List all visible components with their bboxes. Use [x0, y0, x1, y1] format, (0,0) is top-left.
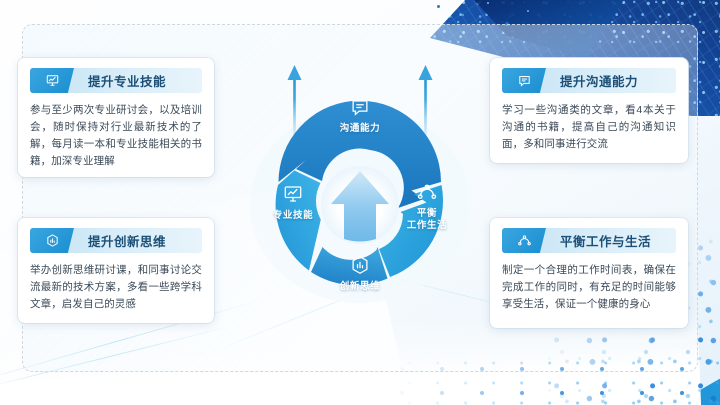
speech-bubble-icon: [502, 68, 546, 93]
card-communication-body: 学习一些沟通类的文章，看4本关于沟通的书籍，提高自己的沟通知识面，多和同事进行交…: [502, 104, 676, 150]
card-skills-header: 提升专业技能: [30, 68, 202, 93]
wheel-label-communication: 沟通能力: [339, 123, 381, 134]
growth-arrow-right: [418, 65, 433, 135]
wheel-label-skills: 专业技能: [272, 210, 314, 221]
wheel-segment-innovation: [311, 247, 388, 286]
card-innovation-title: 提升创新思维: [88, 235, 167, 249]
card-innovation[interactable]: 提升创新思维 举办创新思维研讨课，和同事讨论交流最新的技术方案，多看一些跨学科文…: [18, 218, 214, 323]
decorative-dot: [462, 14, 464, 16]
wheel-label-work-life: 平衡 工作生活: [388, 208, 466, 232]
wheel-label-innovation: 创新思维: [339, 281, 381, 292]
card-communication-header: 提升沟通能力: [502, 68, 676, 93]
wheel-segment-work-life: [379, 185, 444, 277]
card-skills-title: 提升专业技能: [88, 75, 167, 89]
decorative-dot: [487, 2, 489, 4]
hexagon-chart-icon: [30, 228, 74, 253]
presentation-chart-icon: [282, 183, 304, 205]
balance-network-icon: [502, 228, 546, 253]
card-work-life-title: 平衡工作与生活: [560, 235, 652, 249]
card-work-life-header: 平衡工作与生活: [502, 228, 676, 253]
card-work-life[interactable]: 平衡工作与生活 制定一个合理的工作时间表，确保在完成工作的同时，有充足的时间能够…: [490, 218, 688, 328]
card-innovation-body: 举办创新思维研讨课，和同事讨论交流最新的技术方案，多看一些跨学科文章，启发自己的…: [30, 264, 202, 310]
card-skills-body: 参与至少两次专业研讨会，以及培训会，随时保持对行业最新技术的了解，每月读一本和专…: [30, 104, 202, 167]
wheel-svg: [250, 65, 470, 303]
wheel-label-work-life-line2: 工作生活: [406, 219, 448, 231]
capability-wheel-diagram: 沟通能力 平衡 工作生活 创新思维 专业技能: [248, 63, 472, 303]
presentation-chart-icon: [30, 68, 74, 93]
card-communication-title: 提升沟通能力: [560, 75, 639, 89]
card-innovation-header: 提升创新思维: [30, 228, 202, 253]
growth-arrow-left: [287, 65, 302, 135]
decorative-dot: [527, 10, 529, 12]
wheel-segment-skills: [275, 161, 321, 271]
hexagon-chart-icon: [349, 254, 371, 276]
center-up-arrow-icon: [331, 171, 389, 242]
card-skills[interactable]: 提升专业技能 参与至少两次专业研讨会，以及培训会，随时保持对行业最新技术的了解，…: [18, 58, 214, 177]
card-communication[interactable]: 提升沟通能力 学习一些沟通类的文章，看4本关于沟通的书籍，提高自己的沟通知识面，…: [490, 58, 688, 163]
card-work-life-body: 制定一个合理的工作时间表，确保在完成工作的同时，有充足的时间能够享受生活，保证一…: [502, 264, 676, 310]
balance-network-icon: [416, 181, 438, 203]
decorative-dot: [437, 5, 440, 8]
speech-bubble-icon: [349, 96, 371, 118]
wheel-label-work-life-line1: 平衡: [416, 208, 438, 219]
wheel-segment-communication: [278, 100, 441, 208]
